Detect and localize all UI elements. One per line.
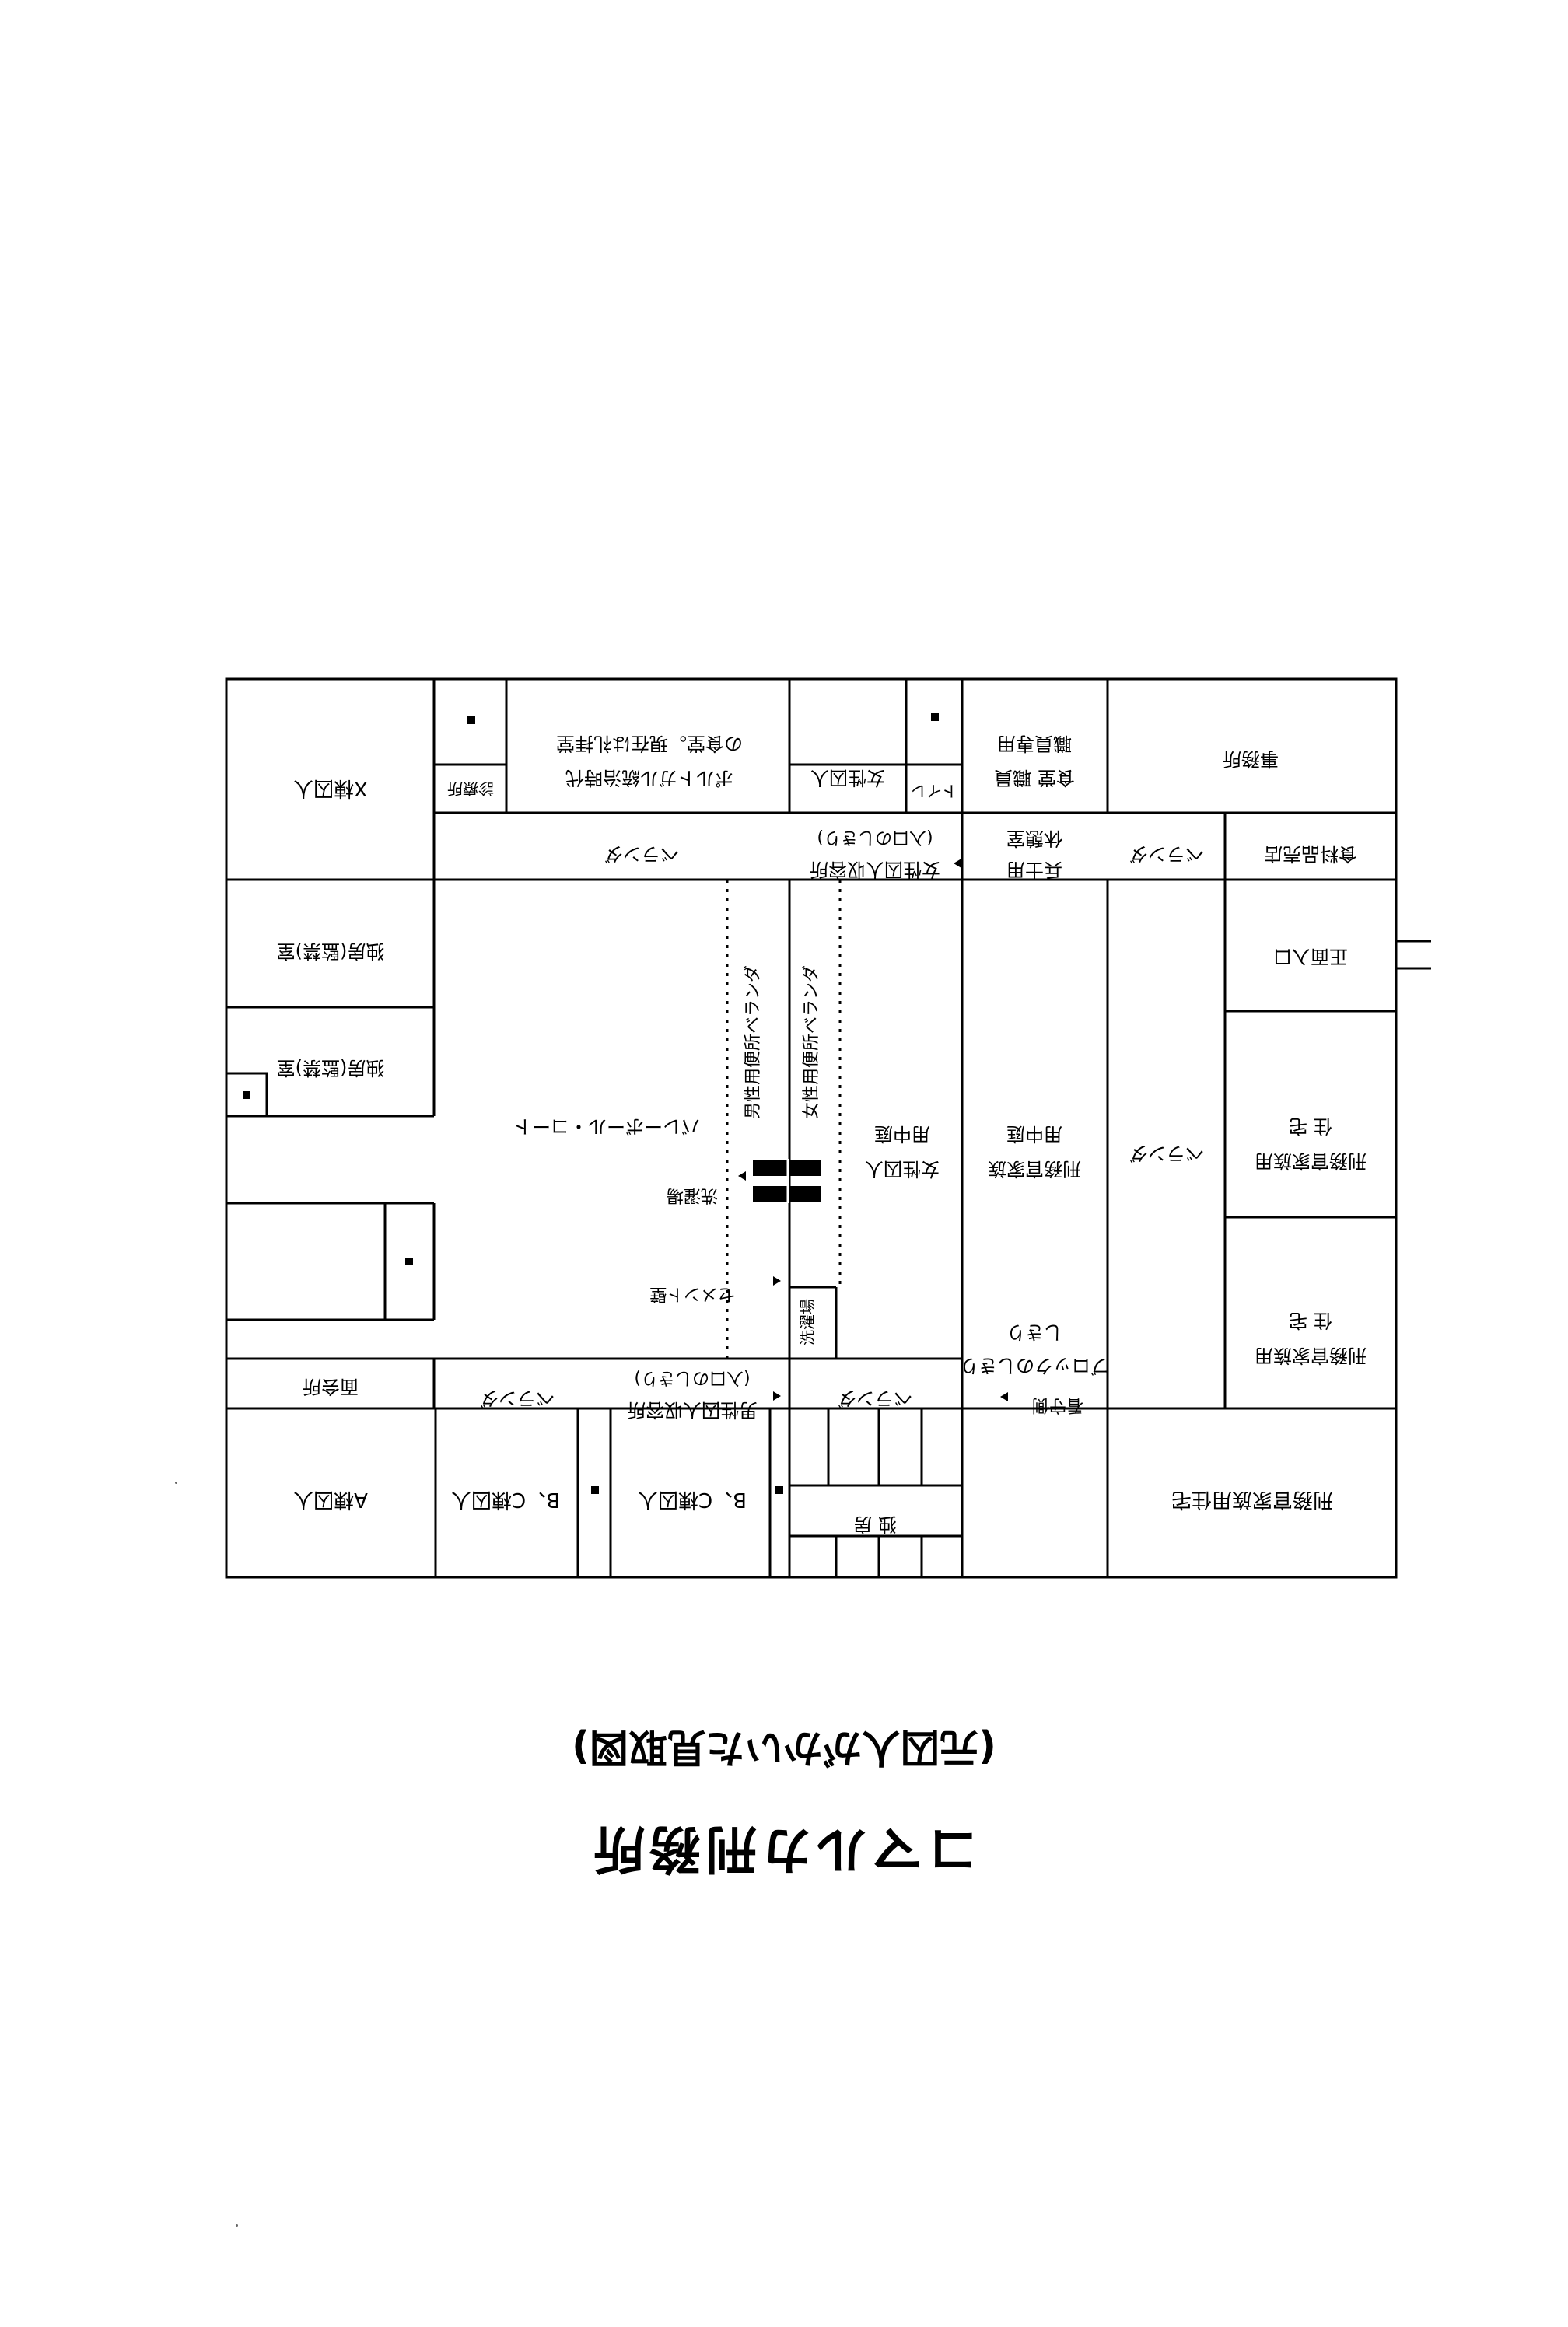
label-wash: 洗濯場 [667,1185,718,1205]
label-veranda-top: ベランダ [604,843,679,865]
arrow-icon [773,1276,781,1286]
label-b2-cell: B、C棟囚人 [638,1488,747,1511]
label-laundry-box: 洗濯場 [798,1299,817,1345]
square-markers [243,713,939,1494]
label-portugal-2: の食堂。現在は礼拝堂 [556,733,743,754]
marker-square [931,713,939,721]
scan-speck [175,1482,177,1484]
label-women-mid: 女性囚人 [865,1158,940,1180]
marker-square [467,716,475,724]
label-cement-wall: セメント壁 [649,1284,735,1303]
label-solitary-2: 独房(監禁)室 [277,1057,385,1079]
label-soldier-room-2: 休憩室 [1006,828,1062,849]
label-women-cell-1: 女性囚人 [810,767,885,789]
label-veranda-mid: ベランダ [1129,1143,1204,1164]
label-soldier-room: 兵士用 [1006,859,1062,880]
label-men-gate-2: (入口のしきり) [634,1368,750,1387]
marker-square [243,1091,250,1099]
label-corridor-men: 男性用便所ベランダ [744,965,763,1119]
label-b1-cell: B、C棟囚人 [451,1488,560,1511]
label-solitary-1: 独房(監禁)室 [277,940,385,962]
marker-square [775,1486,783,1494]
label-staff-dining: 職員専用 [997,733,1072,754]
label-office: 事務所 [1223,748,1279,770]
diagram-title: コマルカ刑務所 [588,1819,980,1879]
label-block-partition-2: しきり [1006,1321,1062,1343]
label-veranda-bottom-mid: ベランダ [838,1387,912,1409]
label-staff-dining-2: 食堂 職員 [994,767,1075,789]
arrow-icon [954,859,961,868]
label-x-cell: X棟囚人 [293,776,368,800]
outer-wall [225,677,1398,1579]
label-women-gate: 女性囚人収容所 [810,859,940,880]
label-staff-house-2: 刑務官家族用 [1255,1345,1367,1366]
dotted-corridor-lines [726,813,964,1408]
label-staff-house-2b: 住 宅 [1289,1310,1332,1331]
label-toilet-top: トイレ [911,782,957,800]
label-women-mid-2: 用中庭 [874,1123,930,1145]
label-staff-mid: 刑務官家族 [988,1158,1081,1180]
label-women-gate-2: (入口のしきり) [817,828,933,847]
label-staff-house-1: 刑務官家族用 [1255,1150,1367,1172]
small-box-left [225,1072,268,1118]
floor-plan-walls [225,677,1431,1579]
label-staff-mid-2: 用中庭 [1006,1123,1062,1145]
scan-speck [236,2224,238,2227]
label-corridor-women: 女性用便所ベランダ [802,965,821,1119]
label-staff-house-1b: 住 宅 [1289,1115,1332,1137]
label-a-cell: A棟囚人 [293,1488,368,1511]
label-portugal: ポルトガル統治時代 [565,767,733,789]
label-block-partition: ブロックのしきり [960,1355,1109,1377]
room-labels: X棟囚人 診療所 ポルトガル統治時代 の食堂。現在は礼拝堂 女性囚人 トイレ 職… [277,733,1367,1535]
label-veranda-bottom-left: ベランダ [480,1387,555,1409]
label-visit-room: 面会所 [303,1376,359,1398]
arrow-icon [773,1391,781,1401]
label-supplies: 診療所 [447,779,494,798]
label-veranda-office: ベランダ [1129,843,1204,865]
arrow-icon [1000,1392,1008,1401]
label-staff-residence: 刑務官家族用住宅 [1171,1488,1333,1511]
pointer-arrows [738,859,1008,1401]
marker-square [405,1258,413,1265]
label-food-store: 食料品売店 [1264,843,1357,865]
label-men-gate: 男性囚人収容所 [627,1399,758,1421]
label-guard-side: 看守側 [1032,1395,1083,1415]
label-solitary-block: 独 房 [853,1513,897,1535]
marker-square [591,1486,599,1494]
diagram-subtitle: (元囚人がかいた見取図) [572,1725,996,1770]
label-main-entrance: 正面入口 [1273,946,1348,968]
arrow-icon [738,1171,746,1181]
label-volleyball: バレーボール・コート [513,1115,700,1137]
